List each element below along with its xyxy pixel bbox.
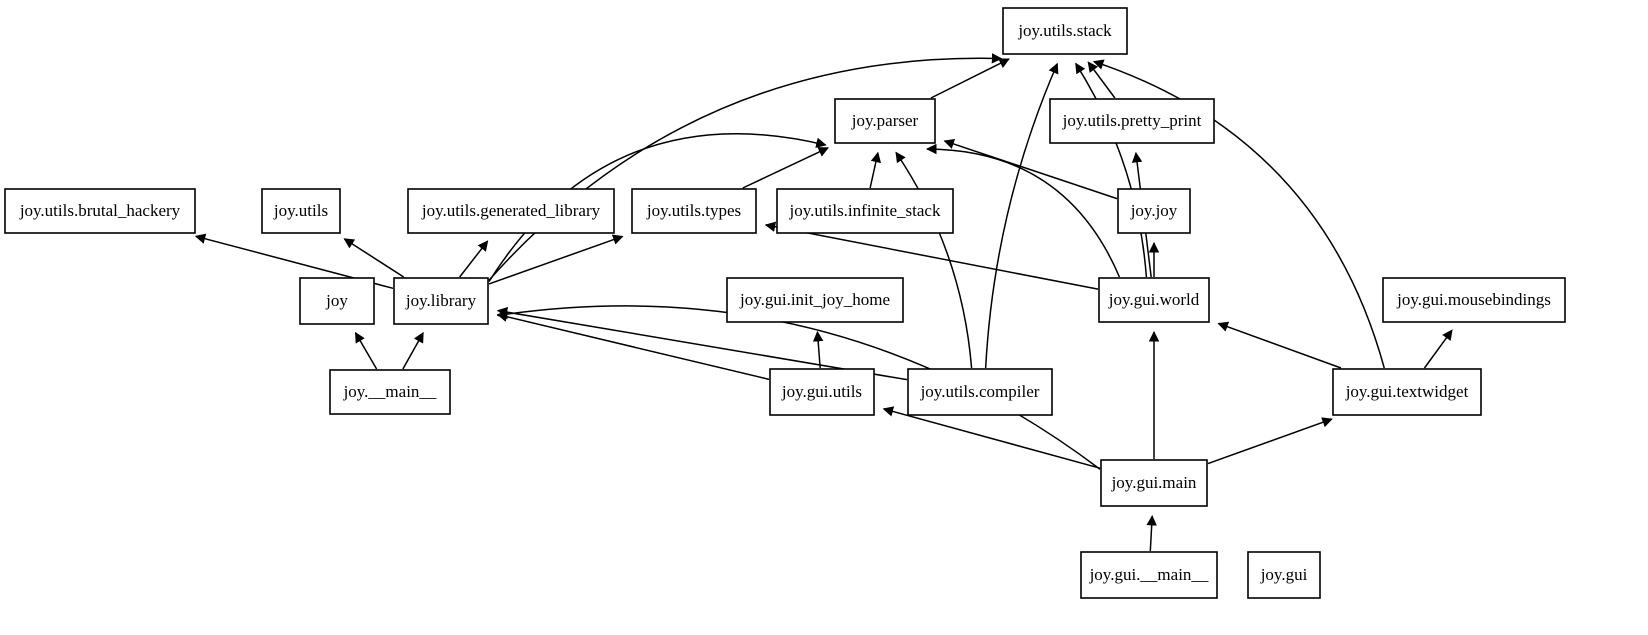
node-label: joy.utils.stack — [1017, 21, 1112, 40]
edge-joy-gui-main-to-joy-gui-textwidget — [1207, 417, 1333, 465]
node-label: joy.utils.pretty_print — [1062, 111, 1202, 130]
node-box[interactable] — [329, 369, 451, 415]
node-box[interactable] — [1332, 368, 1482, 416]
edge-joy-gui-world-to-joy-parser — [926, 143, 1121, 278]
edge-joy-library-to-joy-utils-stack — [488, 53, 1003, 281]
edge-joy-gui-main-to-joy-gui-main — [1146, 514, 1157, 552]
edge-joy-gui-textwidget-to-joy-gui-world — [1217, 321, 1342, 369]
node-box[interactable] — [407, 188, 615, 234]
node-box[interactable] — [1247, 551, 1321, 599]
node-joy-utils-types[interactable]: joy.utils.types — [631, 188, 757, 234]
node-box[interactable] — [834, 98, 936, 144]
node-joy-gui[interactable]: joy.gui — [1247, 551, 1321, 599]
edge-joy-library-to-joy-utils-types — [488, 234, 624, 285]
node-label: joy.utils — [273, 201, 328, 220]
node-joy-library[interactable]: joy.library — [393, 277, 489, 325]
node-label: joy.joy — [1130, 201, 1178, 220]
node-label: joy.parser — [851, 111, 919, 130]
edge-joy-joy-to-joy-parser — [943, 138, 1118, 200]
node-box[interactable] — [393, 277, 489, 325]
node-joy-utils-brutal-hackery[interactable]: joy.utils.brutal_hackery — [4, 188, 196, 234]
node-label: joy.__main__ — [343, 382, 437, 401]
node-joy-gui-mousebindings[interactable]: joy.gui.mousebindings — [1382, 277, 1566, 323]
node-joy-utils-generated-library[interactable]: joy.utils.generated_library — [407, 188, 615, 234]
edge-joy-library-to-joy-utils — [343, 238, 405, 278]
edge-joy-gui-textwidget-to-joy-utils-stack — [1092, 59, 1385, 369]
edges-layer — [194, 53, 1453, 552]
edge-joy-utils-types-to-joy-parser — [742, 147, 829, 189]
node-joy-gui-init-joy-home[interactable]: joy.gui.init_joy_home — [726, 277, 904, 323]
node-box[interactable] — [776, 188, 954, 234]
edge-joy-utils-compiler-to-joy-parser — [895, 151, 973, 369]
node-box[interactable] — [1002, 7, 1128, 55]
node-joy-main[interactable]: joy.__main__ — [329, 369, 451, 415]
node-label: joy.gui — [1260, 565, 1308, 584]
node-box[interactable] — [769, 368, 875, 416]
node-label: joy.gui.main — [1111, 473, 1197, 492]
node-label: joy.gui.mousebindings — [1396, 290, 1551, 309]
node-box[interactable] — [631, 188, 757, 234]
node-label: joy.gui.init_joy_home — [739, 290, 890, 309]
node-label: joy.library — [405, 291, 477, 310]
node-box[interactable] — [907, 368, 1053, 416]
node-joy-gui-main[interactable]: joy.gui.__main__ — [1080, 551, 1218, 599]
node-box[interactable] — [1098, 277, 1210, 323]
edge-joy-library-to-joy-parser — [488, 133, 827, 282]
node-box[interactable] — [299, 277, 375, 325]
edge-joy-utils-pretty-print-to-joy-utils-stack — [1087, 61, 1116, 99]
node-label: joy.utils.compiler — [920, 382, 1040, 401]
node-box[interactable] — [1382, 277, 1566, 323]
node-label: joy.gui.world — [1108, 290, 1200, 309]
node-label: joy.utils.infinite_stack — [789, 201, 941, 220]
node-box[interactable] — [1049, 98, 1215, 144]
edge-joy-library-to-joy-utils-generated-library — [459, 240, 489, 278]
node-box[interactable] — [1100, 459, 1208, 507]
node-box[interactable] — [1080, 551, 1218, 599]
edge-joy-utils-compiler-to-joy-utils-stack — [984, 62, 1059, 369]
node-box[interactable] — [4, 188, 196, 234]
node-joy-gui-utils[interactable]: joy.gui.utils — [769, 368, 875, 416]
edge-joy-gui-utils-to-joy-gui-init-joy-home — [812, 330, 824, 369]
node-joy-utils-stack[interactable]: joy.utils.stack — [1002, 7, 1128, 55]
node-label: joy — [325, 291, 348, 310]
node-box[interactable] — [1117, 188, 1191, 234]
edge-joy-utils-infinite-stack-to-joy-parser — [869, 151, 882, 189]
node-joy-utils-pretty-print[interactable]: joy.utils.pretty_print — [1049, 98, 1215, 144]
node-joy-gui-textwidget[interactable]: joy.gui.textwidget — [1332, 368, 1482, 416]
node-label: joy.utils.brutal_hackery — [19, 201, 181, 220]
node-joy-gui-world[interactable]: joy.gui.world — [1098, 277, 1210, 323]
node-joy-utils-infinite-stack[interactable]: joy.utils.infinite_stack — [776, 188, 954, 234]
node-joy-joy[interactable]: joy.joy — [1117, 188, 1191, 234]
node-label: joy.gui.__main__ — [1089, 565, 1209, 584]
node-joy[interactable]: joy — [299, 277, 375, 325]
node-label: joy.gui.utils — [781, 382, 862, 401]
edge-joy-gui-textwidget-to-joy-gui-mousebindings — [1423, 329, 1453, 369]
edge-joy-gui-main-to-joy-gui-utils — [882, 406, 1101, 469]
node-box[interactable] — [261, 188, 341, 234]
node-box[interactable] — [726, 277, 904, 323]
node-joy-gui-main[interactable]: joy.gui.main — [1100, 459, 1208, 507]
node-joy-utils-compiler[interactable]: joy.utils.compiler — [907, 368, 1053, 416]
edge-joy-gui-utils-to-joy-library — [496, 311, 770, 381]
edge-joy-main-to-joy — [354, 331, 378, 370]
edge-joy-main-to-joy-library — [402, 331, 424, 370]
edge-joy-gui-world-to-joy-utils-stack — [1075, 62, 1148, 278]
node-label: joy.utils.generated_library — [421, 201, 601, 220]
node-label: joy.utils.types — [646, 201, 741, 220]
nodes-layer: joy.utils.stack joy.parser joy.utils.prett… — [4, 7, 1566, 599]
node-joy-parser[interactable]: joy.parser — [834, 98, 936, 144]
edge-joy-gui-main-to-joy-library — [496, 305, 1101, 470]
node-joy-utils[interactable]: joy.utils — [261, 188, 341, 234]
node-label: joy.gui.textwidget — [1345, 382, 1469, 401]
edge-joy-parser-to-joy-utils-stack — [930, 58, 1010, 99]
